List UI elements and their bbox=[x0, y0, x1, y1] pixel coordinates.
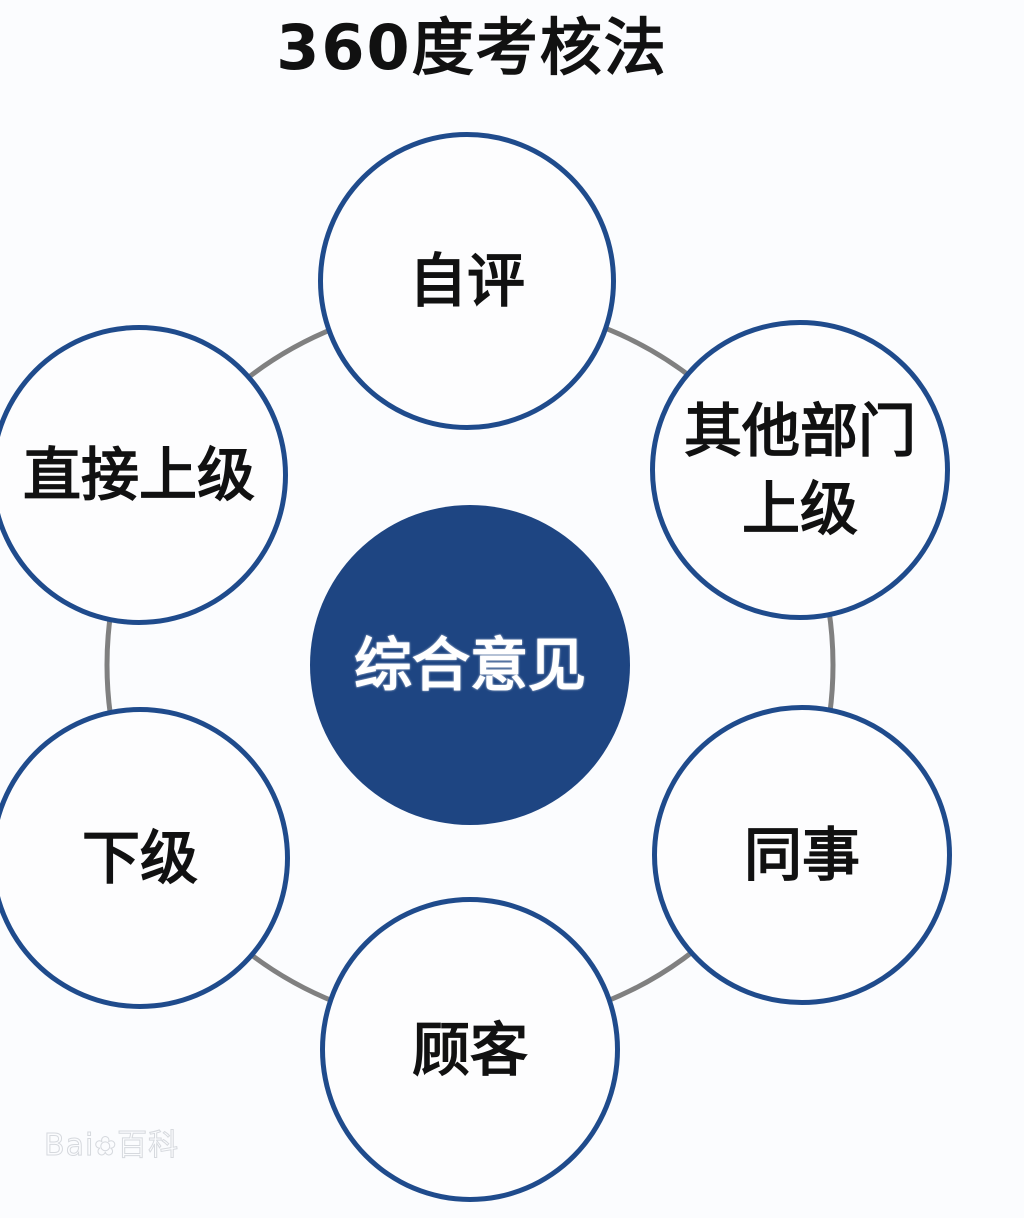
node-label: 下级 bbox=[81, 824, 198, 892]
node-label: 自评 bbox=[408, 247, 525, 315]
node-subordinate: 下级 bbox=[0, 707, 290, 1009]
node-label: 其他部门 上级 bbox=[683, 397, 916, 543]
watermark-suffix: 百科 bbox=[117, 1128, 180, 1164]
node-other-dept-superior: 其他部门 上级 bbox=[650, 320, 950, 620]
node-customer: 顾客 bbox=[320, 897, 620, 1202]
center-node-label: 综合意见 bbox=[353, 631, 586, 699]
node-direct-superior: 直接上级 bbox=[0, 325, 288, 625]
node-label: 顾客 bbox=[411, 1015, 528, 1084]
node-label: 同事 bbox=[743, 821, 860, 889]
node-colleague: 同事 bbox=[652, 705, 952, 1005]
diagram-title: 360度考核法 bbox=[276, 11, 668, 84]
baidu-watermark: Bai✿百科 bbox=[43, 1120, 180, 1164]
watermark-text: Bai bbox=[43, 1128, 95, 1164]
center-node-overall-opinion: 综合意见 bbox=[310, 505, 630, 825]
node-self-evaluation: 自评 bbox=[318, 132, 616, 430]
node-label: 直接上级 bbox=[22, 441, 255, 509]
paw-icon: ✿ bbox=[94, 1132, 118, 1163]
